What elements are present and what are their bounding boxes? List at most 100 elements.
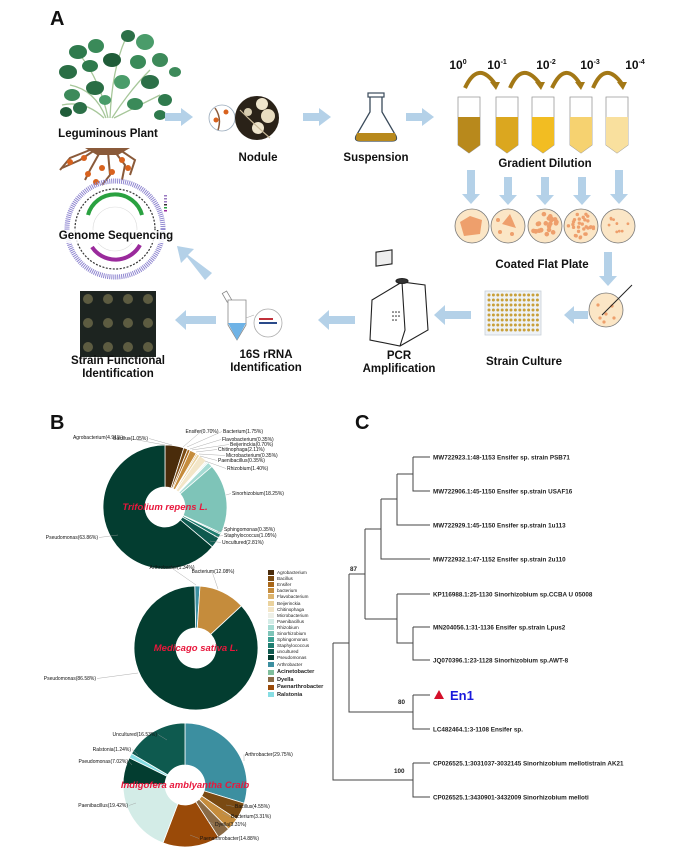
legend-swatch xyxy=(268,618,274,624)
legend-item: Acinetobacter xyxy=(268,669,314,675)
arrows-dilution-to-plates xyxy=(462,170,628,205)
legend-swatch xyxy=(268,643,274,649)
arrow-streak-to-culture xyxy=(564,306,588,324)
legend-item: Ensifer xyxy=(268,582,292,588)
pie-data-label: Agrobacterium(4.91%) xyxy=(73,435,123,441)
label-nodule: Nodule xyxy=(238,152,278,164)
legend-item: Beijerinckia xyxy=(268,600,301,606)
arrow-nodule-to-suspension xyxy=(303,108,331,126)
legend-label: Chitinophaga xyxy=(277,606,305,612)
pie-data-label: Beijerinckia(0.70%) xyxy=(230,442,273,448)
pie-data-label: Ralstonia(1.24%) xyxy=(93,747,132,753)
legend-item: Dyella xyxy=(268,677,293,683)
bootstrap-87: 87 xyxy=(350,566,358,573)
legend-item: Chitinophaga xyxy=(268,606,305,612)
legend-label: Ralstonia xyxy=(277,691,303,698)
legend-label: Acinetobacter xyxy=(277,669,315,676)
legend-item: Rhizobium xyxy=(268,624,299,630)
agar-plate xyxy=(600,208,636,244)
pie-data-label: Bacterium(1.75%) xyxy=(223,429,263,435)
legend-swatch xyxy=(268,594,274,600)
bootstrap-80: 80 xyxy=(398,699,406,706)
legend-label: Sphingomonas xyxy=(277,637,308,643)
arrow-16s-to-genome xyxy=(177,246,212,280)
legend-swatch xyxy=(268,669,274,675)
bootstrap-100: 100 xyxy=(394,768,405,775)
label-pcr-line1: PCR xyxy=(386,350,412,362)
label-suspension: Suspension xyxy=(343,152,409,164)
dilution-exp: -3 xyxy=(593,59,600,66)
dilution-base: 10 xyxy=(625,58,639,72)
pie-slice-paenibacillus xyxy=(122,783,179,844)
tree-leaf-en1: En1 xyxy=(450,688,474,703)
pie-title: Medicago sativa L. xyxy=(154,643,238,654)
workflow-diagram xyxy=(59,30,636,357)
label-pcr-amplification: PCR Amplification xyxy=(363,350,436,376)
legend-label: Microbacterium xyxy=(277,612,309,618)
label-functional-line1: Strain Functional xyxy=(71,355,165,367)
pie-trifolium: Trifolium repens L. xyxy=(102,444,228,570)
pie-labels: Agrobacterium(4.91%)Bacillus(1.05%)Ensif… xyxy=(44,429,293,842)
tree-branches xyxy=(332,456,430,798)
legend-swatch xyxy=(268,588,274,594)
tree-leaf-label: MW722932.1:47-1152 Ensifer sp.strain 2u1… xyxy=(433,556,566,563)
pie-data-label: Arthrobacter(1.34%) xyxy=(149,565,194,571)
pcr-machine-icon xyxy=(369,249,429,347)
pie-data-label: Paenarthrobacter(14.88%) xyxy=(200,836,259,842)
legend-label: bacterium xyxy=(277,588,298,594)
dilution-label-2: 10-2 xyxy=(536,58,556,72)
label-strain-culture: Strain Culture xyxy=(485,356,563,368)
legend-label: Beijerinckia xyxy=(277,600,301,606)
pie-medicago: Medicago sativa L. xyxy=(133,585,259,711)
panel-a-letter: A xyxy=(50,8,65,30)
label-genome-sequencing: Genome Sequencing xyxy=(56,230,176,243)
label-strain-functional: Strain Functional Identification xyxy=(71,355,165,381)
legend-label: Bacillus xyxy=(277,576,293,582)
dilution-label-4: 10-4 xyxy=(625,58,645,72)
root-nodules-icon xyxy=(59,148,137,186)
tree-leaf-label: KP116988.1:25-1130 Sinorhizobium sp.CCBA… xyxy=(433,591,593,598)
legend-label: uncultured xyxy=(277,649,299,655)
leguminous-plant-icon xyxy=(59,30,181,120)
pie-slice-pseudomonas xyxy=(133,585,259,711)
panel-b-letter: B xyxy=(50,412,65,434)
legend-item: uncultured xyxy=(268,649,299,655)
dilution-label-3: 10-3 xyxy=(580,58,600,72)
pie-data-label: Flavobacterium(0.35%) xyxy=(222,437,274,443)
dilution-exp: -4 xyxy=(638,59,645,66)
legend-label: Arthrobacter xyxy=(277,661,303,667)
dilution-tubes xyxy=(457,96,629,154)
dilution-exp: -1 xyxy=(500,59,507,66)
tree-leaf-label: CP026525.1:3430901-3432009 Sinorhizobium… xyxy=(433,794,589,801)
dilution-exp: 0 xyxy=(462,59,467,66)
label-16s-line2: Identification xyxy=(230,362,302,374)
legend-swatch xyxy=(268,582,274,588)
pie-data-label: Rhizobium(1.40%) xyxy=(227,466,268,472)
legend-label: Dyella xyxy=(277,676,294,683)
legend-swatch xyxy=(268,637,274,643)
tree-leaf-label: JQ070396.1:23-1128 Sinorhizobium sp.AWT-… xyxy=(433,657,569,664)
legend-label: Agrobacterium xyxy=(277,570,307,575)
legend-swatch xyxy=(268,576,274,582)
pie-data-label: Dyella(3.31%) xyxy=(215,822,247,828)
dilution-tube xyxy=(495,96,519,154)
legend-label: Paenarthrobacter xyxy=(277,684,324,691)
pie-data-label: Arthrobacter(29.75%) xyxy=(245,752,293,758)
legend-item: Bacillus xyxy=(268,576,293,582)
legend-swatch xyxy=(268,612,274,618)
arrow-16s-to-functional xyxy=(175,310,216,330)
legend-label: Pseudomonas xyxy=(277,655,307,661)
pie-data-label: Pseudomonas(7.02%) xyxy=(79,759,129,765)
nodule-dots xyxy=(67,155,131,185)
agar-plate xyxy=(490,208,526,244)
dilution-exp: -2 xyxy=(549,59,556,66)
legend-swatch xyxy=(268,684,274,690)
dilution-tube xyxy=(531,96,555,154)
legend-label: Ensifer xyxy=(277,582,292,588)
legend-swatch xyxy=(268,677,274,683)
legend-item: Staphylococcus xyxy=(268,643,309,649)
en1-triangle-marker xyxy=(434,690,444,699)
legend-item: Microbacterium xyxy=(268,612,309,618)
label-pcr-line2: Amplification xyxy=(362,363,436,375)
tree-leaf-label: LC482464.1:3-1108 Ensifer sp. xyxy=(433,726,523,733)
